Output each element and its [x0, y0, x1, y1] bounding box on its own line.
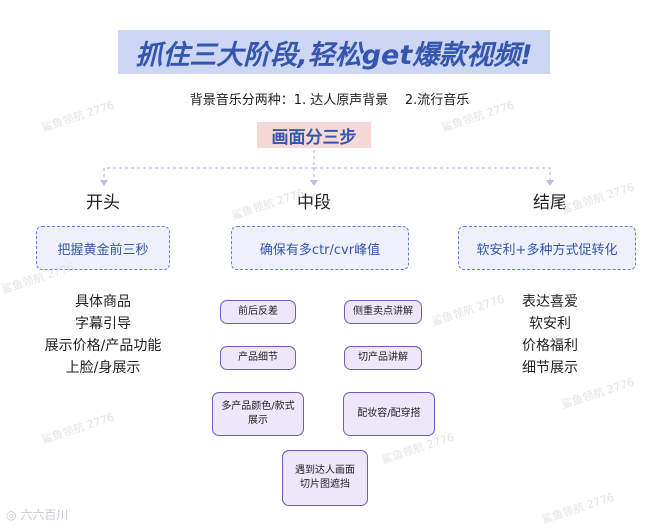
- stage-box-start: 把握黄金前三秒: [36, 226, 170, 270]
- list-item: 上脸/身展示: [65, 360, 141, 376]
- mini-box-multi-color: 多产品颜色/款式 展示: [212, 392, 304, 436]
- mini-box-influencer-cut: 遇到达人画面 切片图遮挡: [282, 450, 368, 506]
- subtitle: 背景音乐分两种：1. 达人原声背景 2.流行音乐: [189, 93, 470, 108]
- list-item: 具体商品: [75, 294, 131, 310]
- section-heading-middle: 中段: [297, 193, 331, 213]
- start-list: 具体商品 字幕引导 展示价格/产品功能 上脸/身展示: [20, 291, 186, 379]
- stage-box-middle: 确保有多ctr/cvr峰值: [231, 226, 409, 270]
- mini-box-product-detail: 产品细节: [220, 346, 296, 370]
- section-heading-end: 结尾: [533, 193, 567, 213]
- mini-box-cut-to-product: 切产品讲解: [344, 346, 422, 370]
- logo-mark-icon: ◎: [6, 508, 17, 522]
- connector-right: [314, 167, 551, 182]
- list-item: 软安利: [529, 316, 571, 332]
- connector-left: [103, 167, 314, 182]
- list-item: 价格福利: [522, 338, 578, 354]
- section-heading-start: 开头: [86, 193, 120, 213]
- list-item: 表达喜爱: [522, 294, 578, 310]
- section-badge: 画面分三步: [257, 122, 371, 148]
- mini-box-makeup-outfit: 配妆容/配穿搭: [343, 392, 435, 436]
- arrow-middle: [310, 180, 318, 186]
- list-item: 细节展示: [522, 360, 578, 376]
- stage-box-end: 软安利+多种方式促转化: [458, 226, 636, 270]
- mini-box-selling-points: 侧重卖点讲解: [344, 300, 422, 324]
- list-item: 字幕引导: [75, 316, 131, 332]
- arrow-left: [100, 180, 108, 186]
- footer-logo: ◎ 六六百川: [6, 506, 68, 523]
- footer-logo-text: 六六百川: [20, 508, 69, 522]
- list-item: 展示价格/产品功能: [44, 338, 162, 354]
- arrow-right: [546, 180, 554, 186]
- end-list: 表达喜爱 软安利 价格福利 细节展示: [480, 291, 620, 379]
- page-title: 抓住三大阶段,轻松get爆款视频!: [118, 30, 550, 74]
- mini-box-contrast: 前后反差: [220, 300, 296, 324]
